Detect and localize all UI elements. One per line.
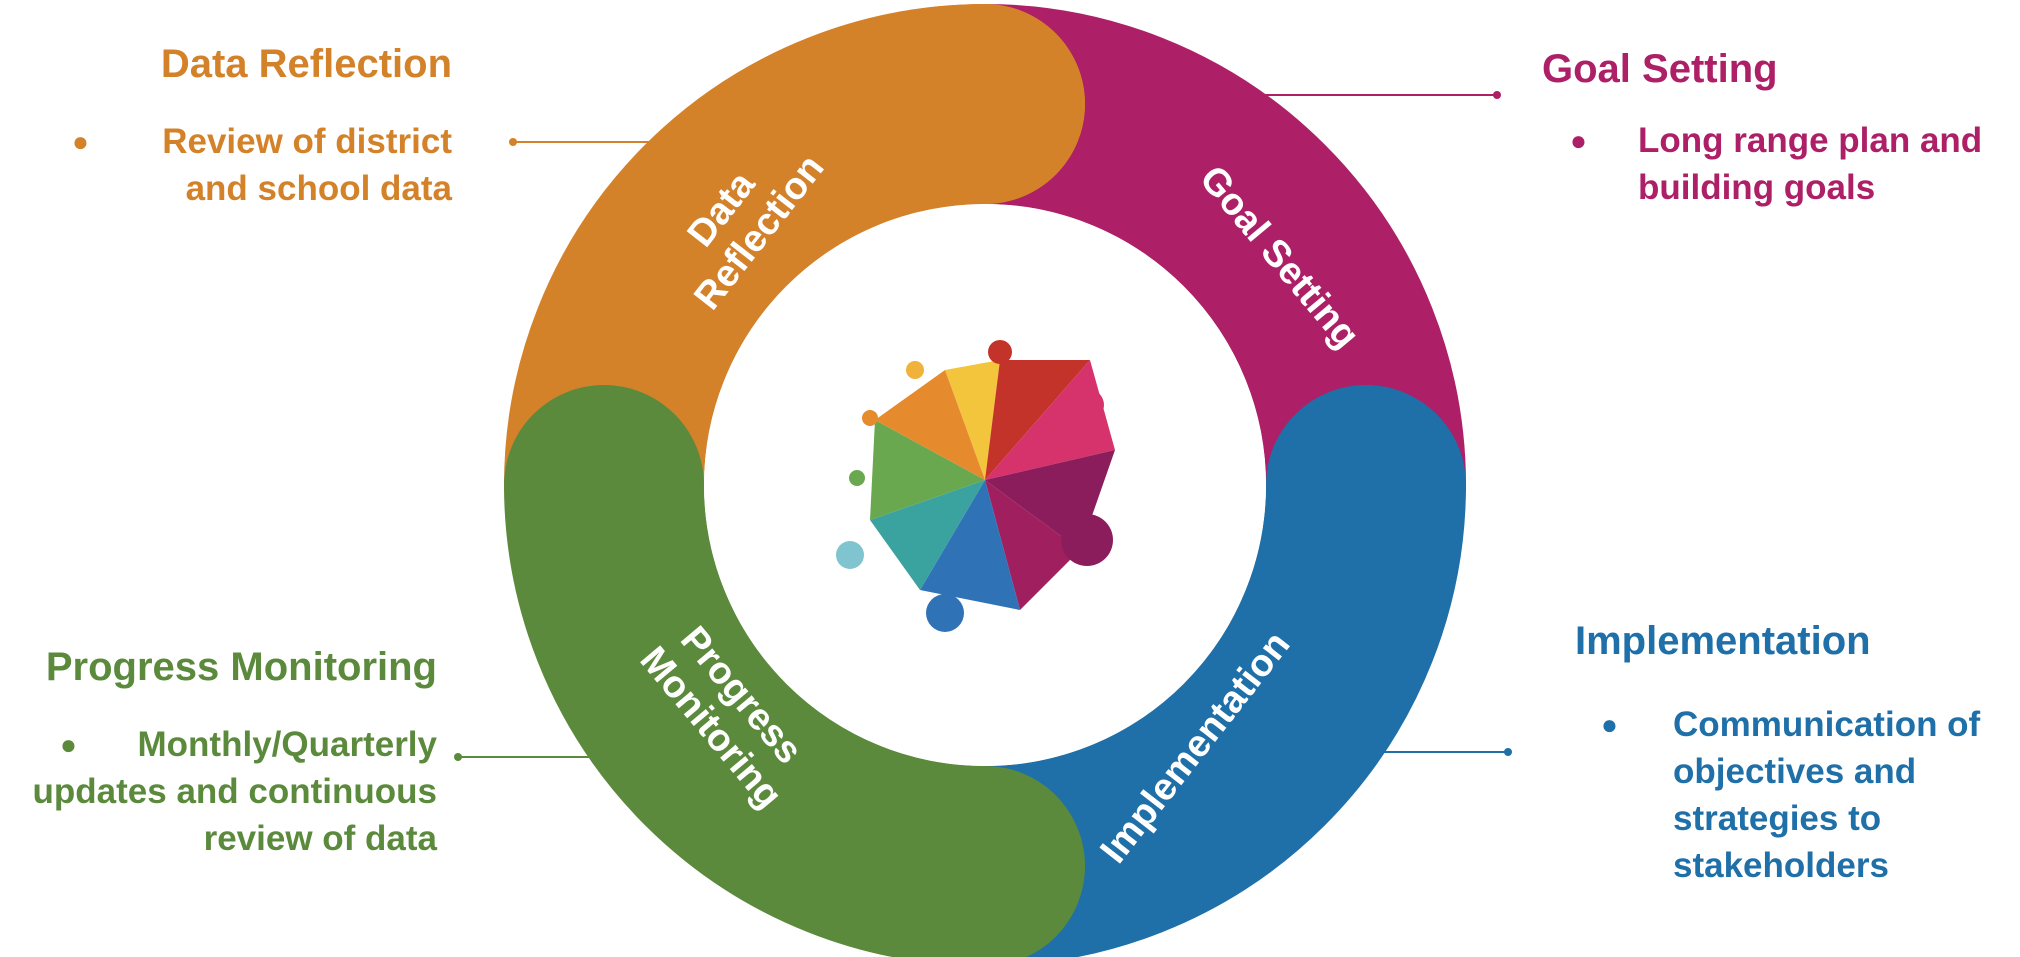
panel-bullet-item: ● Review of district and school data	[60, 118, 452, 212]
panel-title-progress-monitoring: Progress Monitoring	[45, 645, 437, 689]
panel-progress-monitoring: Progress Monitoring ● Monthly/Quarterly …	[10, 643, 437, 862]
panel-implementation: Implementation ● Communication of object…	[1575, 617, 2015, 889]
people-star-logo-icon	[836, 340, 1115, 632]
connector-goal-setting	[1260, 91, 1501, 99]
bullet-icon: ●	[1570, 125, 1587, 156]
connector-implementation	[1370, 748, 1512, 756]
panel-line: updates and continuous	[32, 772, 437, 811]
panel-bullet-item: ● Monthly/Quarterly updates and continuo…	[10, 721, 437, 862]
panel-bullet-item: ● Communication of objectives and strate…	[1575, 701, 2015, 889]
panel-title-implementation: Implementation	[1575, 619, 1871, 663]
panel-line: review of data	[203, 819, 437, 858]
panel-line: objectives and	[1673, 752, 1917, 791]
panel-line: Review of district	[162, 122, 452, 161]
panel-goal-setting: Goal Setting ● Long range plan and build…	[1542, 45, 2012, 211]
panel-title-goal-setting: Goal Setting	[1542, 47, 1778, 91]
panel-bullet-item: ● Long range plan and building goals	[1542, 117, 2012, 211]
bullet-icon: ●	[60, 729, 77, 760]
panel-line: Monthly/Quarterly	[137, 725, 437, 764]
panel-line: Communication of	[1673, 705, 1981, 744]
connector-data-reflection	[509, 138, 660, 146]
bullet-icon: ●	[1601, 709, 1618, 740]
panel-line: strategies to	[1673, 799, 1882, 838]
panel-line: Long range plan and	[1638, 121, 1983, 160]
panel-line: stakeholders	[1673, 846, 1889, 885]
bullet-icon: ●	[72, 126, 89, 157]
ring-segment-progress-monitoring	[504, 385, 1085, 957]
panel-data-reflection: Data Reflection ● Review of district and…	[60, 40, 452, 212]
panel-title-data-reflection: Data Reflection	[160, 42, 452, 86]
panel-line: and school data	[185, 169, 452, 208]
panel-line: building goals	[1638, 168, 1876, 207]
connector-progress-monitoring	[454, 753, 600, 761]
